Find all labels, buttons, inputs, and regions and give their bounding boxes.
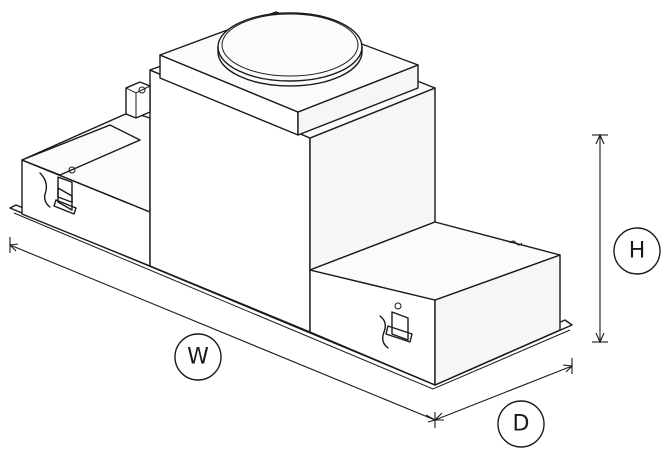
left-housing <box>21 111 151 267</box>
width-label: W <box>174 333 222 381</box>
height-label: H <box>613 227 661 275</box>
depth-dimension-line <box>433 358 574 421</box>
right-mounting-clip <box>379 302 413 349</box>
left-mounting-clip <box>39 166 77 215</box>
round-duct-spigot <box>217 12 363 87</box>
right-housing <box>309 221 561 386</box>
width-dimension-line <box>8 237 437 428</box>
svg-text:H: H <box>629 239 646 264</box>
top-bracket <box>125 81 151 119</box>
svg-text:W: W <box>187 345 209 370</box>
svg-text:D: D <box>513 412 530 437</box>
depth-label: D <box>497 400 545 448</box>
height-dimension-line <box>592 133 608 344</box>
